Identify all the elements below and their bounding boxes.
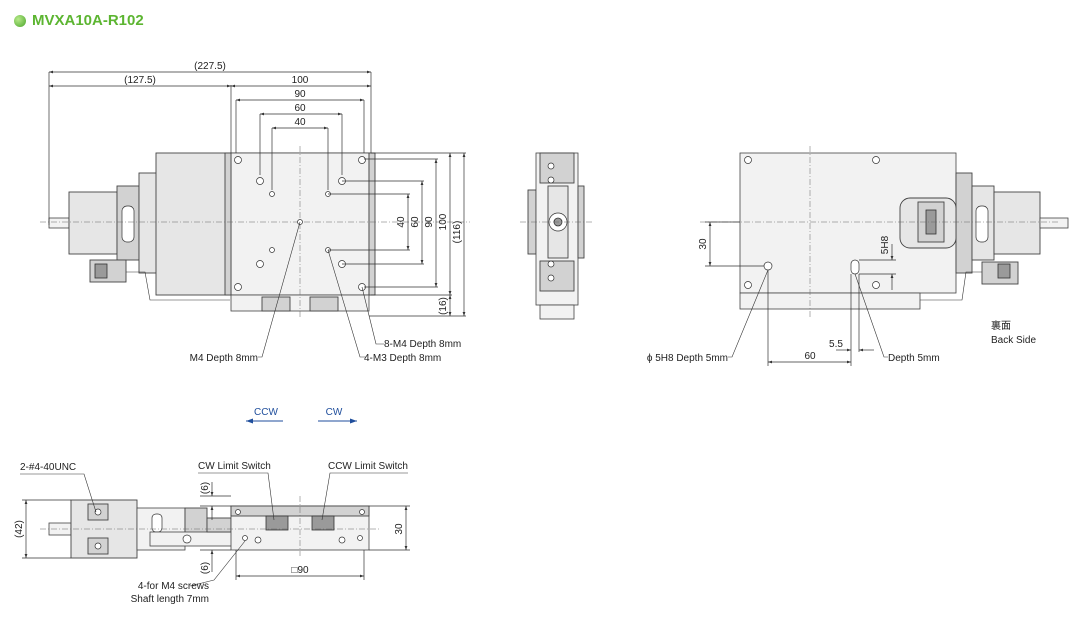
motor-body <box>68 191 118 255</box>
direction-arrows: CCW CW <box>246 407 357 424</box>
page-title: MVXA10A-R102 <box>14 12 144 29</box>
side-dim-30: 30 <box>394 523 405 535</box>
pin-hole <box>763 261 773 271</box>
slot-left <box>121 205 135 243</box>
back-motor-body <box>993 191 1041 255</box>
back-dim-5h8: 5H8 <box>880 235 891 254</box>
back-dim-5-5: 5.5 <box>829 339 843 350</box>
callout-m4: M4 Depth 8mm <box>190 353 258 364</box>
dim-overall: (227.5) <box>194 61 226 72</box>
back-motor-shaft <box>1039 217 1069 229</box>
cw-limit-switch-label: CW Limit Switch <box>198 461 271 472</box>
pin-slot <box>850 259 860 275</box>
callout-phi-5h8: ϕ 5H8 Depth 5mm <box>647 353 728 364</box>
back-side-label-jp: 裏面 <box>991 319 1011 332</box>
side-dim-6-top: (6) <box>200 482 211 494</box>
top-view: (227.5) (127.5) 100 90 60 40 40 60 90 10… <box>40 61 470 364</box>
callout-depth-5mm: Depth 5mm <box>888 353 940 364</box>
dim-60: 60 <box>294 103 306 114</box>
side-dim-sq90: □90 <box>291 565 309 576</box>
ccw-limit-switch-label: CCW Limit Switch <box>328 461 408 472</box>
dim-100: 100 <box>292 75 309 86</box>
ccw-limit-switch <box>311 515 335 531</box>
vdim-90: 90 <box>424 216 435 228</box>
screws-callout-line1: 4-for M4 screws <box>138 581 209 592</box>
side-dim-42: (42) <box>14 520 25 538</box>
dim-40: 40 <box>294 117 306 128</box>
cw-limit-switch <box>265 515 289 531</box>
side-dim-6-bottom: (6) <box>200 562 211 574</box>
vdim-60: 60 <box>410 216 421 228</box>
back-side-label-en: Back Side <box>991 335 1036 346</box>
dim-motor: (127.5) <box>124 75 156 86</box>
model-title: MVXA10A-R102 <box>32 12 144 29</box>
back-dim-30: 30 <box>698 238 709 250</box>
back-dim-60: 60 <box>804 351 816 362</box>
cw-label: CW <box>326 407 343 418</box>
vdim-16: (16) <box>438 297 449 315</box>
vdim-116: (116) <box>452 221 463 244</box>
dim-90: 90 <box>294 89 306 100</box>
side-view: (42) (6) (6) 30 □90 2-#4-40UNC CW Limit … <box>14 461 410 605</box>
motor-shaft <box>48 217 70 229</box>
vdim-100: 100 <box>438 213 449 230</box>
callout-4-m3: 4-M3 Depth 8mm <box>364 353 441 364</box>
callout-8-m4: 8-M4 Depth 8mm <box>384 339 461 350</box>
ccw-label: CCW <box>254 407 278 418</box>
screws-callout-line2: Shaft length 7mm <box>131 594 209 605</box>
end-view <box>520 152 592 320</box>
vdim-40: 40 <box>396 216 407 228</box>
bullet-icon <box>14 14 26 27</box>
back-view: 30 5H8 60 5.5 ϕ 5H8 Depth 5mm Depth 5mm … <box>647 146 1069 366</box>
unc-callout: 2-#4-40UNC <box>20 462 76 473</box>
